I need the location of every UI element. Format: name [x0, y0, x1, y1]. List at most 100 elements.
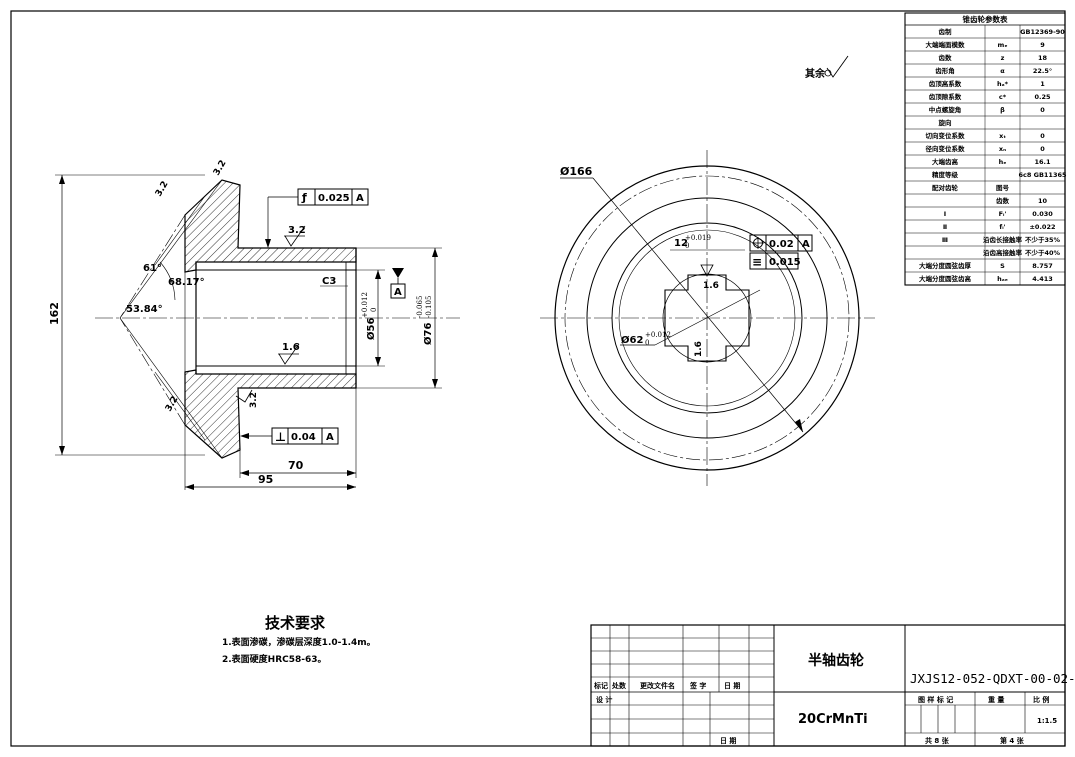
chamfer-label: C3 — [322, 276, 336, 287]
part-name: 半轴齿轮 — [808, 652, 864, 669]
svg-text:1.6: 1.6 — [703, 281, 719, 291]
angle-53: 53.84° — [126, 304, 163, 315]
gear-table-cell: 配对齿轮 — [932, 183, 959, 192]
perpendicular-icon: ⊥ — [275, 430, 286, 444]
svg-text:1.6: 1.6 — [282, 342, 300, 353]
gear-table-cell: 齿顶高系数 — [929, 79, 962, 88]
dim-key: 12 — [674, 238, 688, 249]
gear-table-cell: 8.757 — [1032, 262, 1053, 270]
gear-table-cell: 0.030 — [1032, 210, 1053, 218]
svg-text:图 样 标 记: 图 样 标 记 — [918, 695, 953, 704]
gear-table-cell: 大端分度圆弦齿厚 — [919, 261, 972, 270]
gear-table-cell: 沿齿长接触率 — [983, 235, 1023, 244]
gear-table-cell: z — [1001, 54, 1005, 62]
gear-table-cell: 9 — [1040, 41, 1045, 49]
material: 20CrMnTi — [798, 712, 868, 727]
drawing-number: JXJS12-052-QDXT-00-02-13 — [910, 671, 1075, 686]
svg-text:0.015: 0.015 — [769, 257, 801, 268]
gear-table-cell: mₑ — [998, 41, 1008, 49]
datum-triangle — [392, 268, 404, 278]
svg-text:处数: 处数 — [611, 681, 627, 690]
gear-table-cell: 中点螺旋角 — [929, 105, 962, 114]
gear-table-cell: 旋向 — [938, 118, 953, 127]
svg-text:A: A — [326, 432, 334, 443]
runout-icon: ƒ — [301, 191, 307, 204]
gear-table-cell: xₙ — [999, 145, 1006, 153]
svg-text:0.04: 0.04 — [291, 432, 316, 443]
gear-table-cell: 6c8 GB11365 — [1018, 171, 1067, 179]
svg-text:A: A — [356, 193, 364, 204]
gear-table-cell: fᵢ' — [999, 223, 1005, 231]
gear-table-cell: ±0.022 — [1029, 223, 1055, 231]
dim-pitch-circle: Ø166 — [560, 165, 593, 178]
gear-table-cell: 大端分度圆弦齿高 — [919, 274, 972, 283]
svg-text:更改文件名: 更改文件名 — [640, 681, 675, 690]
scale-value: 1:1.5 — [1037, 717, 1057, 725]
svg-text:其余: 其余 — [805, 67, 826, 80]
dim-hub: Ø76 — [422, 323, 434, 345]
dim-spline: Ø62 — [621, 334, 643, 346]
svg-text:0.02: 0.02 — [769, 239, 794, 250]
svg-text:3.2: 3.2 — [212, 159, 229, 178]
gear-table-cell: 10 — [1038, 197, 1048, 205]
gear-table-cell: S — [1000, 262, 1005, 270]
gear-table-cell: 齿数 — [996, 196, 1010, 205]
dim-bore-tol2: 0 — [370, 308, 378, 312]
gear-table-cell: 0 — [1040, 145, 1045, 153]
gear-table-cell: 径向变位系数 — [926, 144, 966, 153]
svg-text:+0.012: +0.012 — [645, 331, 671, 339]
gear-table-cell: hₐₑ — [997, 275, 1008, 283]
gear-table-cell: hₑ — [999, 158, 1007, 166]
svg-text:0.025: 0.025 — [318, 193, 350, 204]
sheets-total: 共 8 张 — [925, 736, 950, 745]
gear-table-cell: xₜ — [999, 132, 1006, 140]
symmetry-icon: ≡ — [752, 255, 762, 269]
gear-table-cell: 18 — [1038, 54, 1048, 62]
tech-req-item-2: 2.表面硬度HRC58-63。 — [222, 653, 327, 665]
gear-table-cell: Ⅰ — [944, 210, 946, 218]
svg-text:比 例: 比 例 — [1033, 695, 1049, 704]
gear-table-cell: hₐ* — [997, 80, 1009, 88]
datum-a-label: A — [394, 287, 402, 298]
gear-table-cell: 大端端面模数 — [926, 40, 966, 49]
svg-text:设 计: 设 计 — [596, 695, 612, 704]
gear-table-cell: 切向变位系数 — [926, 131, 966, 140]
svg-text:日 期: 日 期 — [720, 736, 736, 745]
gear-table-cell: 精度等级 — [932, 170, 959, 179]
gear-table-cell: β — [1000, 106, 1005, 114]
gear-table-cell: GB12369-90 — [1020, 28, 1065, 36]
svg-text:3.2: 3.2 — [154, 180, 171, 199]
gear-table-cell: 0 — [1040, 106, 1045, 114]
svg-text:1.6: 1.6 — [694, 341, 704, 357]
dim-95: 95 — [258, 473, 273, 486]
svg-text:日 期: 日 期 — [724, 681, 740, 690]
gear-table-title: 锥齿轮参数表 — [963, 14, 1008, 24]
title-block: 标记 处数 更改文件名 签 字 日 期 设 计 日 期 半轴齿轮 20CrMnT… — [590, 624, 1075, 747]
gear-table-cell: Ⅱ — [943, 223, 947, 231]
gear-table-cell: Fᵢ' — [999, 210, 1007, 218]
svg-text:A: A — [802, 239, 810, 250]
gear-table-cell: 齿数 — [939, 53, 953, 62]
dim-70: 70 — [288, 459, 304, 472]
gear-table-cell: 不少于35% — [1025, 235, 1061, 244]
angle-68: 68.17° — [168, 277, 205, 288]
dim-162: 162 — [48, 302, 61, 325]
svg-text:0: 0 — [685, 242, 689, 250]
svg-text:标记: 标记 — [593, 681, 608, 690]
gear-table-cell: 齿形角 — [935, 66, 955, 75]
dim-hub-tol2: -0.105 — [425, 296, 433, 318]
gear-table-cell: 不少于40% — [1025, 248, 1061, 257]
gear-table-cell: 大端齿高 — [932, 157, 959, 166]
svg-text:签 字: 签 字 — [689, 681, 706, 690]
gear-table-cell: c* — [999, 93, 1007, 101]
gear-table-cell: 4.413 — [1032, 275, 1053, 283]
dim-bore: Ø56 — [365, 318, 377, 340]
section-view: 162 95 70 Ø56 +0.012 0 Ø76 -0.065 -0.105 — [48, 159, 460, 490]
svg-text:重 量: 重 量 — [988, 695, 1004, 704]
tol-position-frame: 0.02 A ≡ 0.015 — [749, 234, 813, 270]
tech-requirements: 技术要求 1.表面渗碳，渗碳层深度1.0-1.4m。 2.表面硬度HRC58-6… — [222, 614, 376, 665]
dim-hub-tol: -0.065 — [416, 296, 424, 318]
dim-bore-tol: +0.012 — [361, 292, 369, 318]
